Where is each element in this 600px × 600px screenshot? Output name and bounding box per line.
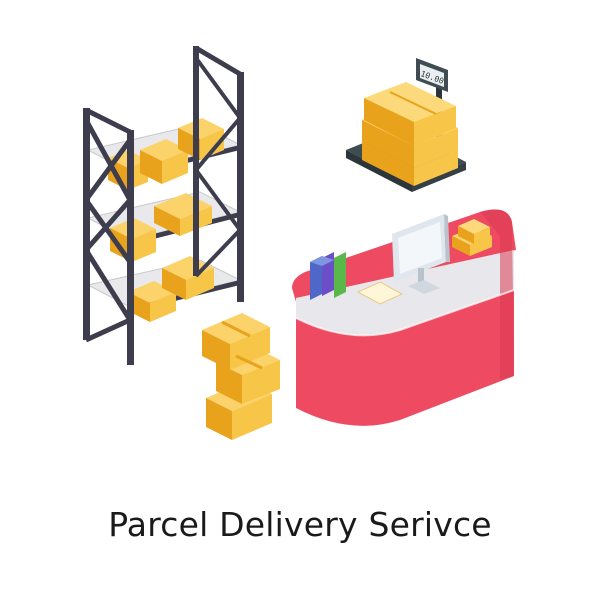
reception-counter <box>292 209 516 426</box>
weighing-scale: 10.00 <box>346 58 466 192</box>
document-paper <box>356 281 404 305</box>
parcel-stack-on-scale <box>362 82 458 186</box>
computer-monitor <box>392 214 450 294</box>
parcel-box <box>110 218 156 262</box>
storage-rack <box>82 45 244 365</box>
stacked-parcels <box>202 313 280 440</box>
parcel-box <box>162 256 214 300</box>
rack-post <box>83 108 90 340</box>
rack-post <box>237 72 244 302</box>
counter-front <box>296 290 514 426</box>
scale-display: 10.00 <box>416 58 448 92</box>
small-parcels <box>452 219 492 256</box>
parcel-box <box>140 139 188 184</box>
rack-post <box>193 46 199 276</box>
caption-title: Parcel Delivery Serivce <box>108 505 492 544</box>
rack-post <box>127 130 134 365</box>
folders <box>310 252 346 300</box>
